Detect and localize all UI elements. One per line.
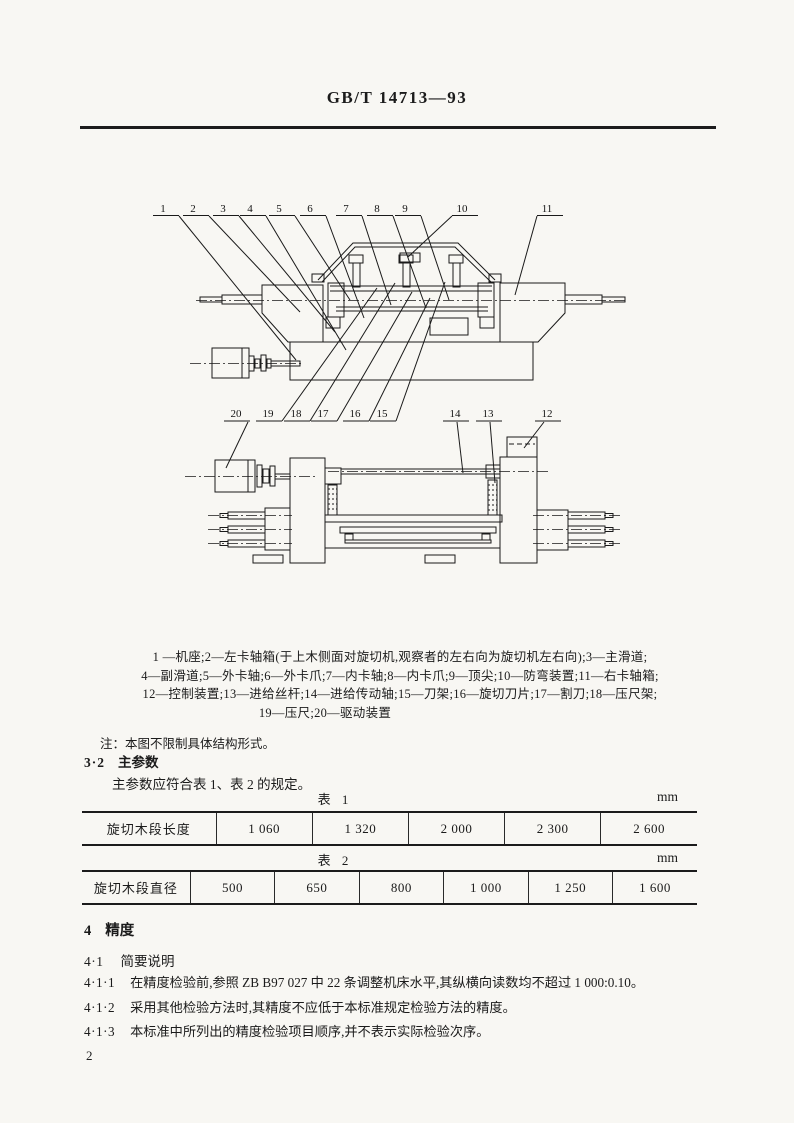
table2-cell: 650 <box>274 871 360 904</box>
table2-row-label: 旋切木段直径 <box>93 881 178 896</box>
caption-line: 19—压尺;20—驱动装置 <box>258 705 392 720</box>
svg-text:1: 1 <box>160 203 166 215</box>
clause-title: 主参数 <box>118 755 159 770</box>
lathe-plan-view <box>185 436 620 564</box>
caption-line: 4—副滑道;5—外卡轴;6—外卡爪;7—内卡轴;8—内卡爪;9—顶尖;10—防弯… <box>141 668 659 683</box>
figure-top-callouts: 1 2 3 4 5 6 7 8 9 10 11 <box>160 203 552 215</box>
clause-3-2-body: 主参数应符合表 1、表 2 的规定。 <box>112 777 312 792</box>
clause-4-1-1: 4·1·1 在精度检验前,参照 ZB B97 027 中 22 条调整机床水平,其… <box>84 972 729 991</box>
clause-number: 3·2 <box>84 755 106 770</box>
clause-4-heading: 4 精度 <box>84 919 134 940</box>
table2: 旋切木段直径 500 650 800 1 000 1 250 1 600 <box>82 870 697 905</box>
svg-text:8: 8 <box>374 203 380 215</box>
clause-text: 采用其他检验方法时,其精度不应低于本标准规定检验方法的精度。 <box>130 1000 516 1015</box>
clause-number: 4·1 <box>84 954 104 969</box>
svg-text:15: 15 <box>377 408 389 420</box>
table2-cell: 800 <box>358 871 444 904</box>
figure-bottom-callouts: 20 19 18 17 16 15 14 13 12 <box>231 408 553 420</box>
clause-3-2-heading: 3·2 主参数 <box>84 751 159 771</box>
page-number: 2 <box>86 1048 93 1063</box>
figure-caption: 1 —机座;2—左卡轴箱(于上木侧面对旋切机,观察者的左右向为旋切机左右向);3… <box>95 648 705 722</box>
svg-text:16: 16 <box>350 408 362 420</box>
clause-4-1-2: 4·1·2 采用其他检验方法时,其精度不应低于本标准规定检验方法的精度。 <box>84 997 729 1016</box>
svg-text:7: 7 <box>343 203 349 215</box>
figure-bottom-leaders <box>224 281 561 484</box>
svg-text:18: 18 <box>291 408 303 420</box>
table-row: 旋切木段直径 500 650 800 1 000 1 250 1 600 <box>82 871 697 904</box>
table2-cell: 1 600 <box>612 871 697 904</box>
clause-4-1-3: 4·1·3 本标准中所列出的精度检验项目顺序,并不表示实际检验次序。 <box>84 1021 729 1040</box>
table1-cell: 1 060 <box>215 812 313 845</box>
table1-cell: 2 000 <box>407 812 505 845</box>
clause-4-1-heading: 4·1 简要说明 <box>84 950 175 970</box>
table2-cell: 1 250 <box>527 871 613 904</box>
table2-cell: 500 <box>189 871 275 904</box>
table1-cell: 2 300 <box>504 812 601 845</box>
svg-text:13: 13 <box>483 408 495 420</box>
svg-text:4: 4 <box>247 203 253 215</box>
svg-text:5: 5 <box>276 203 282 215</box>
svg-text:10: 10 <box>457 203 469 215</box>
svg-text:6: 6 <box>307 203 313 215</box>
svg-text:3: 3 <box>220 203 226 215</box>
svg-text:12: 12 <box>542 408 553 420</box>
figure-note: 注：本图不限制具体结构形式。 <box>100 737 276 751</box>
table1-unit: mm <box>656 789 678 804</box>
table1-row-label: 旋切木段长度 <box>106 822 191 837</box>
clause-text: 在精度检验前,参照 ZB B97 027 中 22 条调整机床水平,其纵横向读数… <box>130 975 645 990</box>
header-rule <box>80 126 716 129</box>
table2-caption: 表 2 <box>317 853 353 868</box>
clause-number: 4·1·2 <box>84 1000 116 1015</box>
table-row: 旋切木段长度 1 060 1 320 2 000 2 300 2 600 <box>82 812 697 845</box>
svg-text:19: 19 <box>263 408 275 420</box>
table1-caption: 表 1 <box>317 792 353 807</box>
caption-line: 12—控制装置;13—进给丝杆;14—进给传动轴;15—刀架;16—旋切刀片;1… <box>142 687 658 702</box>
svg-text:2: 2 <box>190 203 196 215</box>
table1-cell: 1 320 <box>311 812 409 845</box>
svg-text:20: 20 <box>231 408 243 420</box>
clause-number: 4·1·1 <box>84 975 116 990</box>
standard-number-title: GB/T 14713—93 <box>326 88 468 107</box>
clause-text: 本标准中所列出的精度检验项目顺序,并不表示实际检验次序。 <box>130 1024 490 1039</box>
table1-cell: 2 600 <box>600 812 697 845</box>
veneer-lathe-figure: 1 2 3 4 5 6 7 8 9 10 11 <box>153 203 626 564</box>
clause-title: 简要说明 <box>120 954 175 969</box>
clause-number: 4 <box>84 923 92 939</box>
svg-text:11: 11 <box>542 203 553 215</box>
clause-title: 精度 <box>105 923 135 939</box>
clause-number: 4·1·3 <box>84 1024 116 1039</box>
svg-text:9: 9 <box>402 203 408 215</box>
table2-unit: mm <box>656 850 678 865</box>
caption-line: 1 —机座;2—左卡轴箱(于上木侧面对旋切机,观察者的左右向为旋切机左右向);3… <box>152 650 648 664</box>
table1: 旋切木段长度 1 060 1 320 2 000 2 300 2 600 <box>82 811 697 846</box>
table2-cell: 1 000 <box>443 871 529 904</box>
svg-text:14: 14 <box>450 408 462 420</box>
lathe-side-view <box>190 242 626 381</box>
svg-text:17: 17 <box>318 408 330 420</box>
figure-top-leaders <box>153 215 563 361</box>
